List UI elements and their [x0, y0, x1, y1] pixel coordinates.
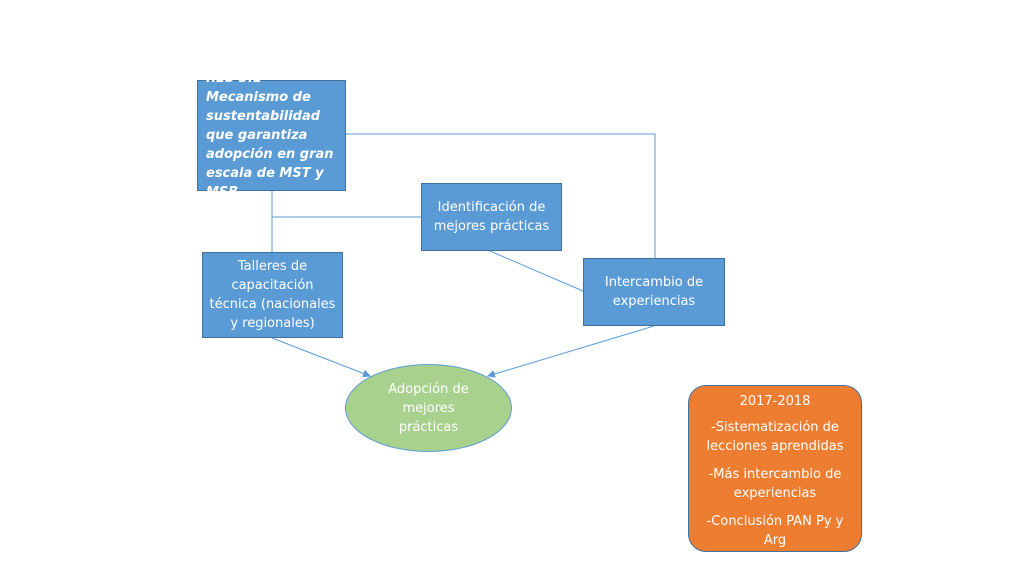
res-3-1-box: RES 3.1 Mecanismo de sustentabilidad que…	[197, 71, 346, 200]
connector-identificacion-intercambio	[489, 250, 584, 292]
adopcion-label: Adopción de mejores prácticas	[388, 381, 469, 435]
note-item: -Conclusión PAN Py y Arg	[706, 514, 844, 548]
timeline-note: 2017-2018 -Sistematización de lecciones …	[688, 385, 862, 552]
note-period: 2017-2018	[739, 394, 811, 409]
connector-res-intercambio	[346, 133, 656, 258]
arrow-talleres-adopcion	[271, 337, 371, 378]
talleres-label: Talleres de capacitación técnica (nacion…	[209, 259, 336, 331]
intercambio-box: Intercambio de experiencias	[583, 258, 725, 326]
identificacion-box: Identificación de mejores prácticas	[421, 183, 562, 251]
note-item: -Sistematización de lecciones aprendidas	[706, 420, 844, 454]
note-item: -Más intercambio de experiencias	[708, 467, 842, 501]
adopcion-ellipse: Adopción de mejores prácticas	[345, 364, 512, 452]
arrow-intercambio-adopcion	[487, 325, 655, 378]
talleres-box: Talleres de capacitación técnica (nacion…	[202, 252, 343, 338]
identificacion-label: Identificación de mejores prácticas	[433, 200, 550, 234]
res-3-1-label: RES 3.1 Mecanismo de sustentabilidad que…	[206, 71, 334, 200]
intercambio-label: Intercambio de experiencias	[604, 275, 704, 309]
